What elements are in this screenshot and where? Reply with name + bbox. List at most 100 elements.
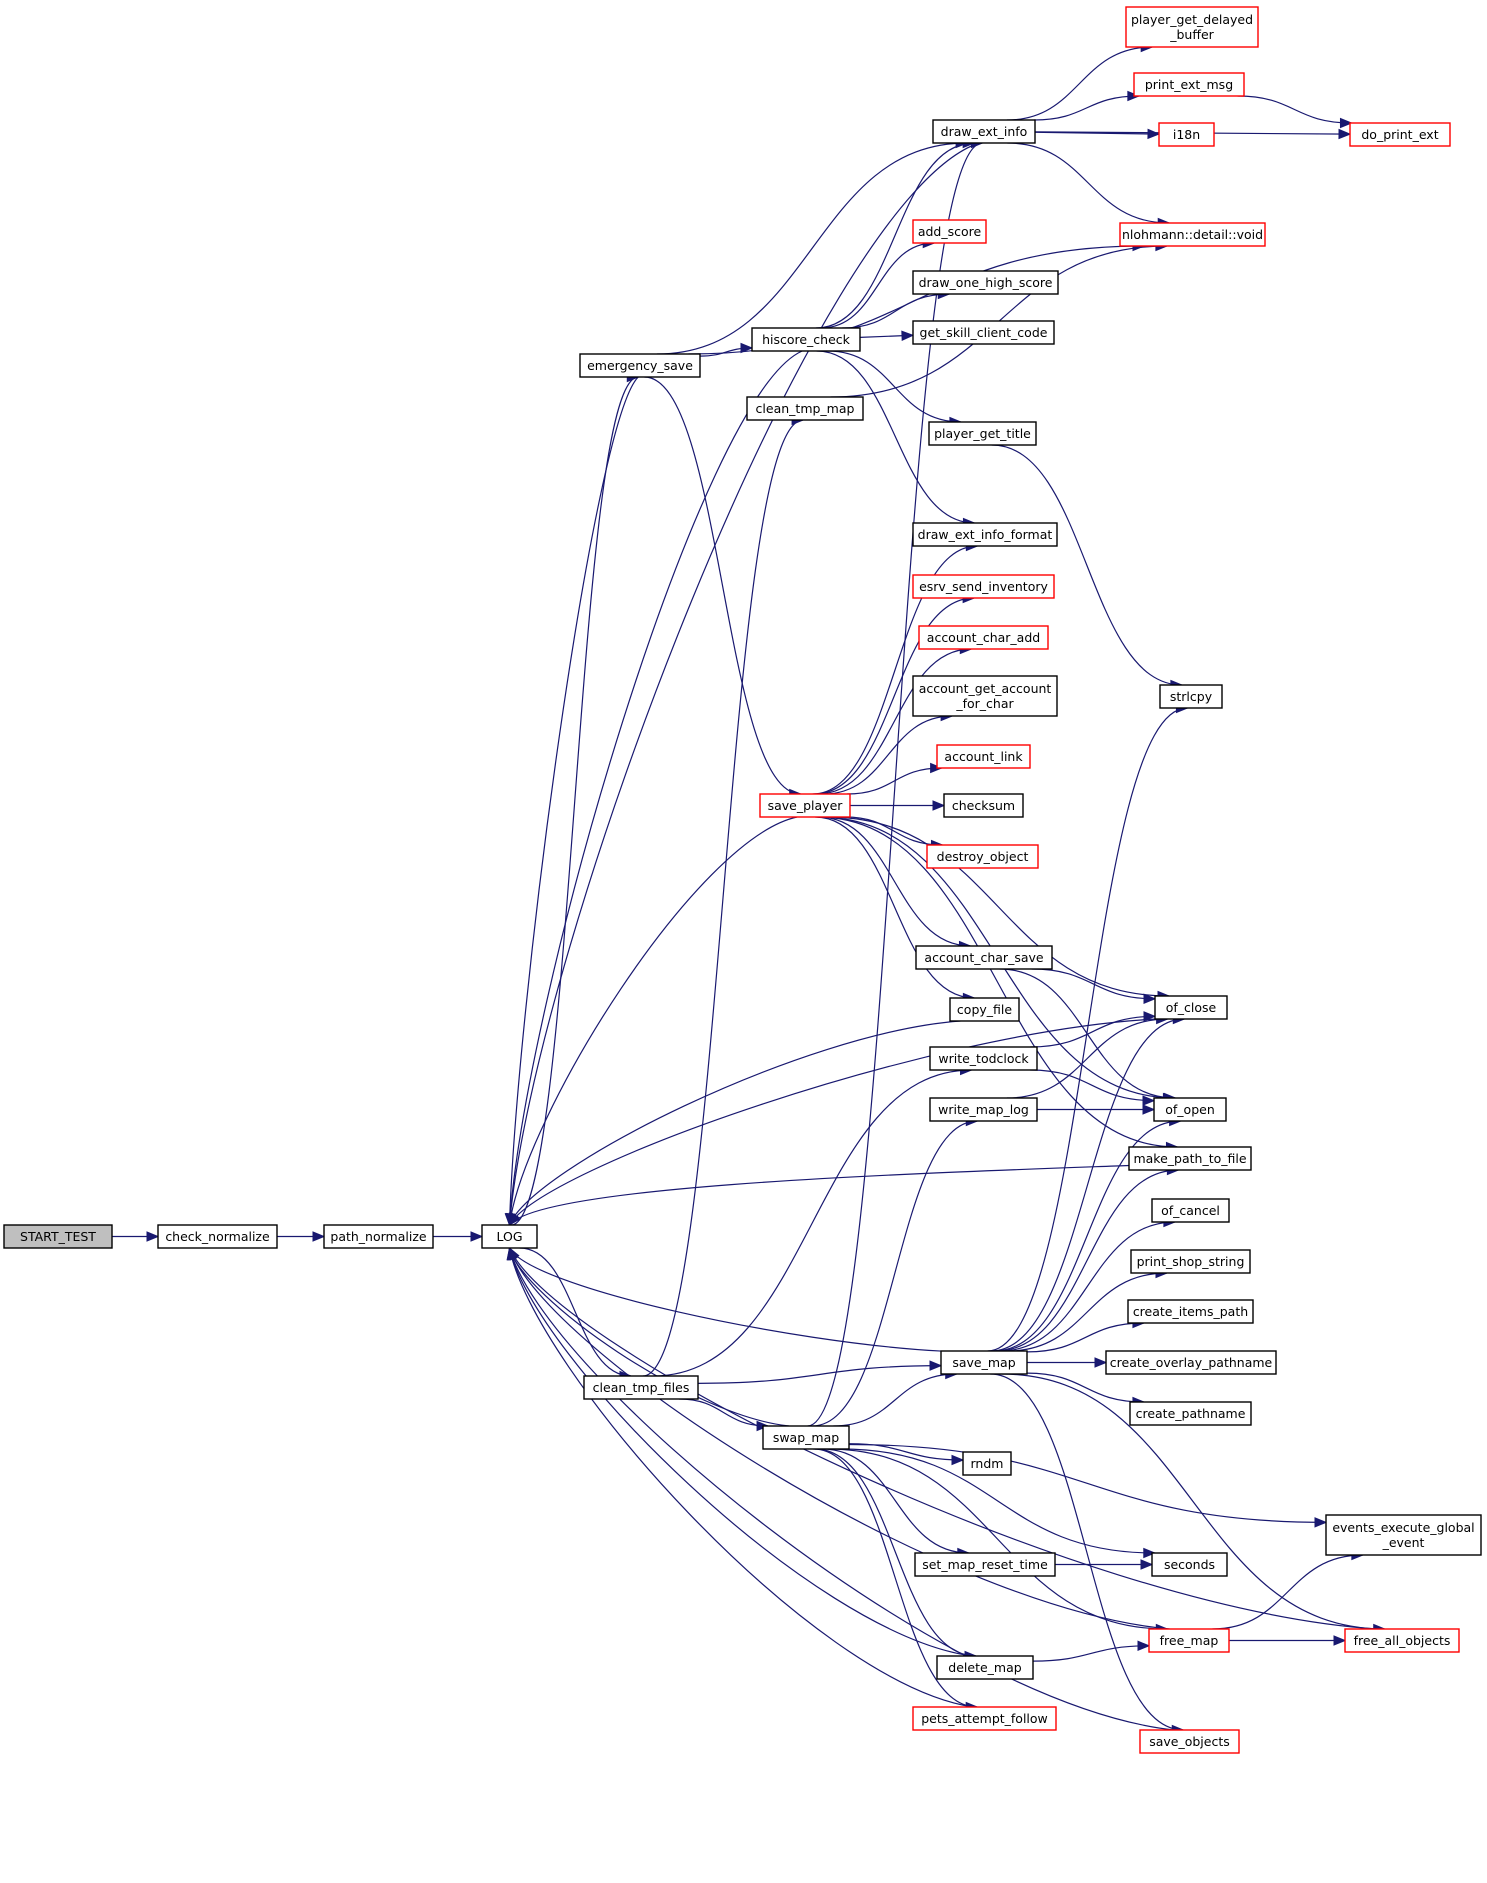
node-do-print-ext[interactable]: do_print_ext <box>1349 122 1451 147</box>
node-box[interactable] <box>912 219 987 244</box>
node-box[interactable] <box>914 1552 1056 1577</box>
node-box[interactable] <box>1148 1628 1230 1653</box>
node-box[interactable] <box>1344 1628 1460 1653</box>
node-box[interactable] <box>481 1224 538 1249</box>
node-box[interactable] <box>936 744 1031 769</box>
node-draw-one-high-score[interactable]: draw_one_high_score <box>912 270 1059 295</box>
node-save-map[interactable]: save_map <box>940 1350 1028 1375</box>
node-box[interactable] <box>1128 1146 1252 1171</box>
node-box[interactable] <box>762 1425 850 1450</box>
node-draw-ext-info[interactable]: draw_ext_info <box>932 119 1036 144</box>
node-box[interactable] <box>1105 1350 1277 1375</box>
node-strlcpy[interactable]: strlcpy <box>1159 684 1223 709</box>
node-print-shop-string[interactable]: print_shop_string <box>1130 1249 1251 1274</box>
node-box[interactable] <box>746 396 864 421</box>
node-copy-file[interactable]: copy_file <box>949 997 1020 1022</box>
node-print-ext-msg[interactable]: print_ext_msg <box>1133 72 1245 97</box>
node-create-items-path[interactable]: create_items_path <box>1127 1299 1254 1324</box>
node-box[interactable] <box>929 1046 1038 1071</box>
node-free-all-objects[interactable]: free_all_objects <box>1344 1628 1460 1653</box>
node-box[interactable] <box>912 320 1055 345</box>
node-box[interactable] <box>940 1350 1028 1375</box>
node-nlohmann-void[interactable]: nlohmann::detail::void <box>1119 222 1266 247</box>
node-save-player[interactable]: save_player <box>759 793 851 818</box>
node-box[interactable] <box>912 270 1059 295</box>
node-box[interactable] <box>751 327 861 352</box>
node-of-cancel[interactable]: of_cancel <box>1151 1198 1230 1223</box>
node-create-pathname[interactable]: create_pathname <box>1129 1401 1252 1426</box>
node-box[interactable] <box>1127 1299 1254 1324</box>
node-box[interactable] <box>1133 72 1245 97</box>
node-box[interactable] <box>157 1224 278 1249</box>
node-box[interactable] <box>1158 122 1215 147</box>
node-path-normalize[interactable]: path_normalize <box>323 1224 434 1249</box>
node-save-objects[interactable]: save_objects <box>1139 1729 1240 1754</box>
node-box[interactable] <box>912 1706 1057 1731</box>
node-box[interactable] <box>962 1451 1012 1476</box>
node-box[interactable] <box>1151 1552 1228 1577</box>
node-box[interactable] <box>1130 1249 1251 1274</box>
node-write-map-log[interactable]: write_map_log <box>929 1097 1038 1122</box>
node-box[interactable] <box>912 522 1058 547</box>
node-clean-tmp-map[interactable]: clean_tmp_map <box>746 396 864 421</box>
node-of-open[interactable]: of_open <box>1153 1097 1227 1122</box>
node-log[interactable]: LOG <box>481 1224 538 1249</box>
node-get-skill-client-code[interactable]: get_skill_client_code <box>912 320 1055 345</box>
node-rndm[interactable]: rndm <box>962 1451 1012 1476</box>
node-box[interactable] <box>1151 1198 1230 1223</box>
node-set-map-reset-time[interactable]: set_map_reset_time <box>914 1552 1056 1577</box>
node-start-test[interactable]: START_TEST <box>3 1224 113 1249</box>
node-box[interactable] <box>1139 1729 1240 1754</box>
node-box[interactable] <box>1153 1097 1227 1122</box>
node-i18n[interactable]: i18n <box>1158 122 1215 147</box>
node-draw-ext-info-format[interactable]: draw_ext_info_format <box>912 522 1058 547</box>
node-destroy-object[interactable]: destroy_object <box>926 844 1039 869</box>
node-account-get-account-for-char[interactable]: account_get_account_for_char <box>912 675 1058 717</box>
node-delete-map[interactable]: delete_map <box>936 1655 1034 1680</box>
node-box[interactable] <box>912 675 1058 717</box>
node-box[interactable] <box>943 793 1024 818</box>
node-box[interactable] <box>915 945 1053 970</box>
node-account-char-add[interactable]: account_char_add <box>918 625 1049 650</box>
node-box[interactable] <box>932 119 1036 144</box>
node-box[interactable] <box>583 1375 699 1400</box>
node-hiscore-check[interactable]: hiscore_check <box>751 327 861 352</box>
node-seconds[interactable]: seconds <box>1151 1552 1228 1577</box>
node-box[interactable] <box>1125 6 1259 48</box>
node-emergency-save[interactable]: emergency_save <box>579 353 701 378</box>
node-box[interactable] <box>1154 995 1228 1020</box>
node-box[interactable] <box>926 844 1039 869</box>
node-box[interactable] <box>949 997 1020 1022</box>
node-pets-attempt-follow[interactable]: pets_attempt_follow <box>912 1706 1057 1731</box>
node-account-link[interactable]: account_link <box>936 744 1031 769</box>
node-clean-tmp-files[interactable]: clean_tmp_files <box>583 1375 699 1400</box>
node-box[interactable] <box>912 574 1055 599</box>
node-esrv-send-inventory[interactable]: esrv_send_inventory <box>912 574 1055 599</box>
node-box[interactable] <box>936 1655 1034 1680</box>
node-checksum[interactable]: checksum <box>943 793 1024 818</box>
node-box[interactable] <box>1349 122 1451 147</box>
node-swap-map[interactable]: swap_map <box>762 1425 850 1450</box>
node-box[interactable] <box>1129 1401 1252 1426</box>
node-make-path-to-file[interactable]: make_path_to_file <box>1128 1146 1252 1171</box>
node-box[interactable] <box>918 625 1049 650</box>
node-write-todclock[interactable]: write_todclock <box>929 1046 1038 1071</box>
node-box[interactable] <box>1119 222 1266 247</box>
node-box[interactable] <box>579 353 701 378</box>
node-events-execute-global-event[interactable]: events_execute_global_event <box>1325 1514 1482 1556</box>
node-player-get-delayed-buffer[interactable]: player_get_delayed_buffer <box>1125 6 1259 48</box>
node-account-char-save[interactable]: account_char_save <box>915 945 1053 970</box>
node-add-score[interactable]: add_score <box>912 219 987 244</box>
node-free-map[interactable]: free_map <box>1148 1628 1230 1653</box>
node-box[interactable] <box>1159 684 1223 709</box>
node-player-get-title[interactable]: player_get_title <box>928 421 1037 446</box>
node-create-overlay-pathname[interactable]: create_overlay_pathname <box>1105 1350 1277 1375</box>
node-box[interactable] <box>3 1224 113 1249</box>
node-box[interactable] <box>1325 1514 1482 1556</box>
node-box[interactable] <box>928 421 1037 446</box>
node-of-close[interactable]: of_close <box>1154 995 1228 1020</box>
node-check-normalize[interactable]: check_normalize <box>157 1224 278 1249</box>
node-box[interactable] <box>759 793 851 818</box>
node-box[interactable] <box>929 1097 1038 1122</box>
node-box[interactable] <box>323 1224 434 1249</box>
